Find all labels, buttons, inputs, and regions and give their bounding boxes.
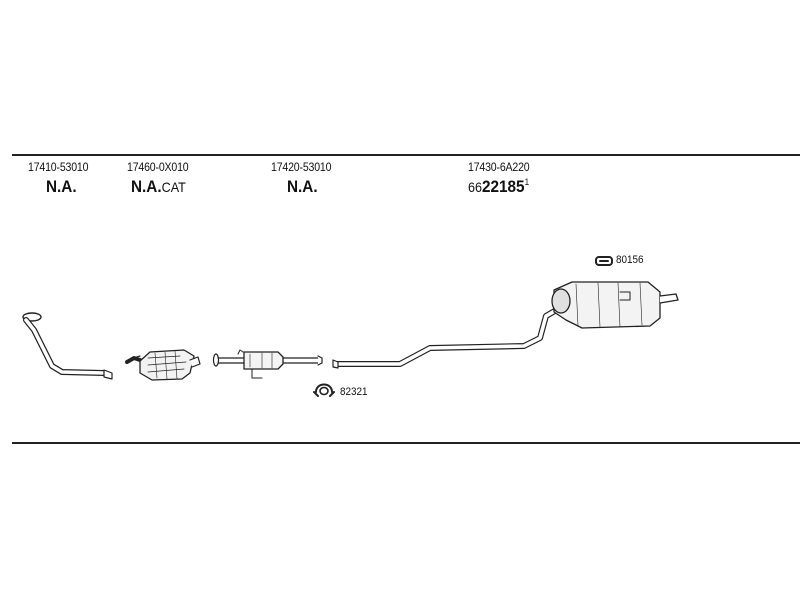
part-number: 17410-53010 (28, 160, 89, 174)
part-code-superscript: 1 (524, 177, 530, 187)
part-code: N.A. (287, 177, 318, 196)
top-divider (12, 154, 800, 156)
bottom-divider (12, 442, 800, 444)
part-number: 17430-6A220 (468, 160, 530, 174)
part-code-prefix: 66 (468, 179, 483, 195)
part-label-rear-muffler: 17430-6A220 66221851 (468, 160, 538, 197)
part-label-center-pipe: 17420-53010 N.A. (271, 160, 340, 197)
rear-muffler-drawing (551, 281, 679, 329)
front-pipe-drawing (22, 312, 113, 380)
part-code: N.A. (46, 177, 77, 196)
part-label-front-pipe: 17410-53010 N.A. (28, 160, 97, 197)
part-label-catalyst: 17460-0X010 N.A.CAT (127, 160, 197, 197)
catalyst-drawing (125, 349, 201, 381)
hanger-icon (595, 256, 613, 266)
clamp-icon (313, 383, 335, 397)
part-number: 17460-0X010 (127, 160, 189, 174)
clamp-callout: 82321 (340, 386, 368, 398)
part-code: N.A.CAT (131, 177, 186, 196)
center-pipe-drawing (212, 349, 323, 379)
part-code-suffix: CAT (161, 179, 186, 195)
tail-pipe-drawing (332, 305, 563, 369)
hanger-callout: 80156 (616, 254, 644, 266)
part-number: 17420-53010 (271, 160, 332, 174)
part-code: 66221851 (468, 177, 530, 196)
